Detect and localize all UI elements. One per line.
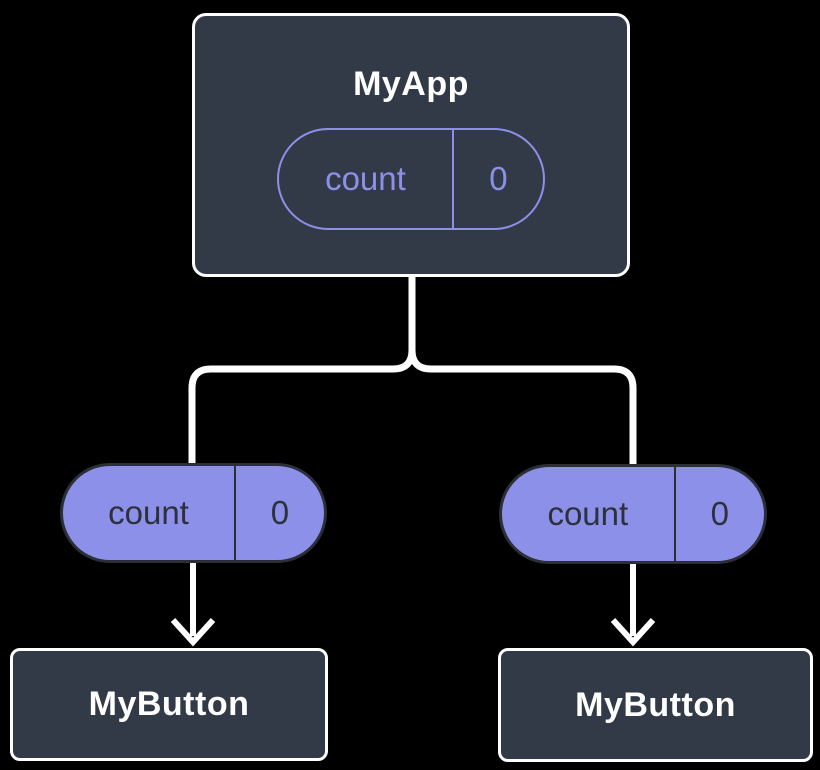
prop-pill-right: count 0 <box>499 464 767 564</box>
component-card-mybutton-left: MyButton <box>10 648 328 761</box>
arrow-down-right-icon <box>610 564 656 647</box>
component-card-mybutton-right: MyButton <box>498 648 813 762</box>
prop-name: count <box>63 466 236 560</box>
component-card-myapp: MyApp count 0 <box>192 13 630 277</box>
prop-value: 0 <box>710 495 729 532</box>
prop-name: count <box>502 467 676 561</box>
state-pill: count 0 <box>277 128 545 230</box>
arrow-head <box>610 617 656 647</box>
component-title: MyButton <box>575 685 736 724</box>
prop-value: 0 <box>270 494 290 531</box>
state-value: 0 <box>489 160 508 197</box>
state-name: count <box>279 130 454 228</box>
component-title: MyApp <box>353 65 469 103</box>
arrow-down-left-icon <box>170 563 216 647</box>
prop-pill-left: count 0 <box>60 463 327 563</box>
arrow-head <box>170 617 216 647</box>
connector-root-to-left-child <box>188 275 416 464</box>
component-title: MyButton <box>88 685 250 723</box>
connector-root-to-right-child <box>408 275 637 465</box>
